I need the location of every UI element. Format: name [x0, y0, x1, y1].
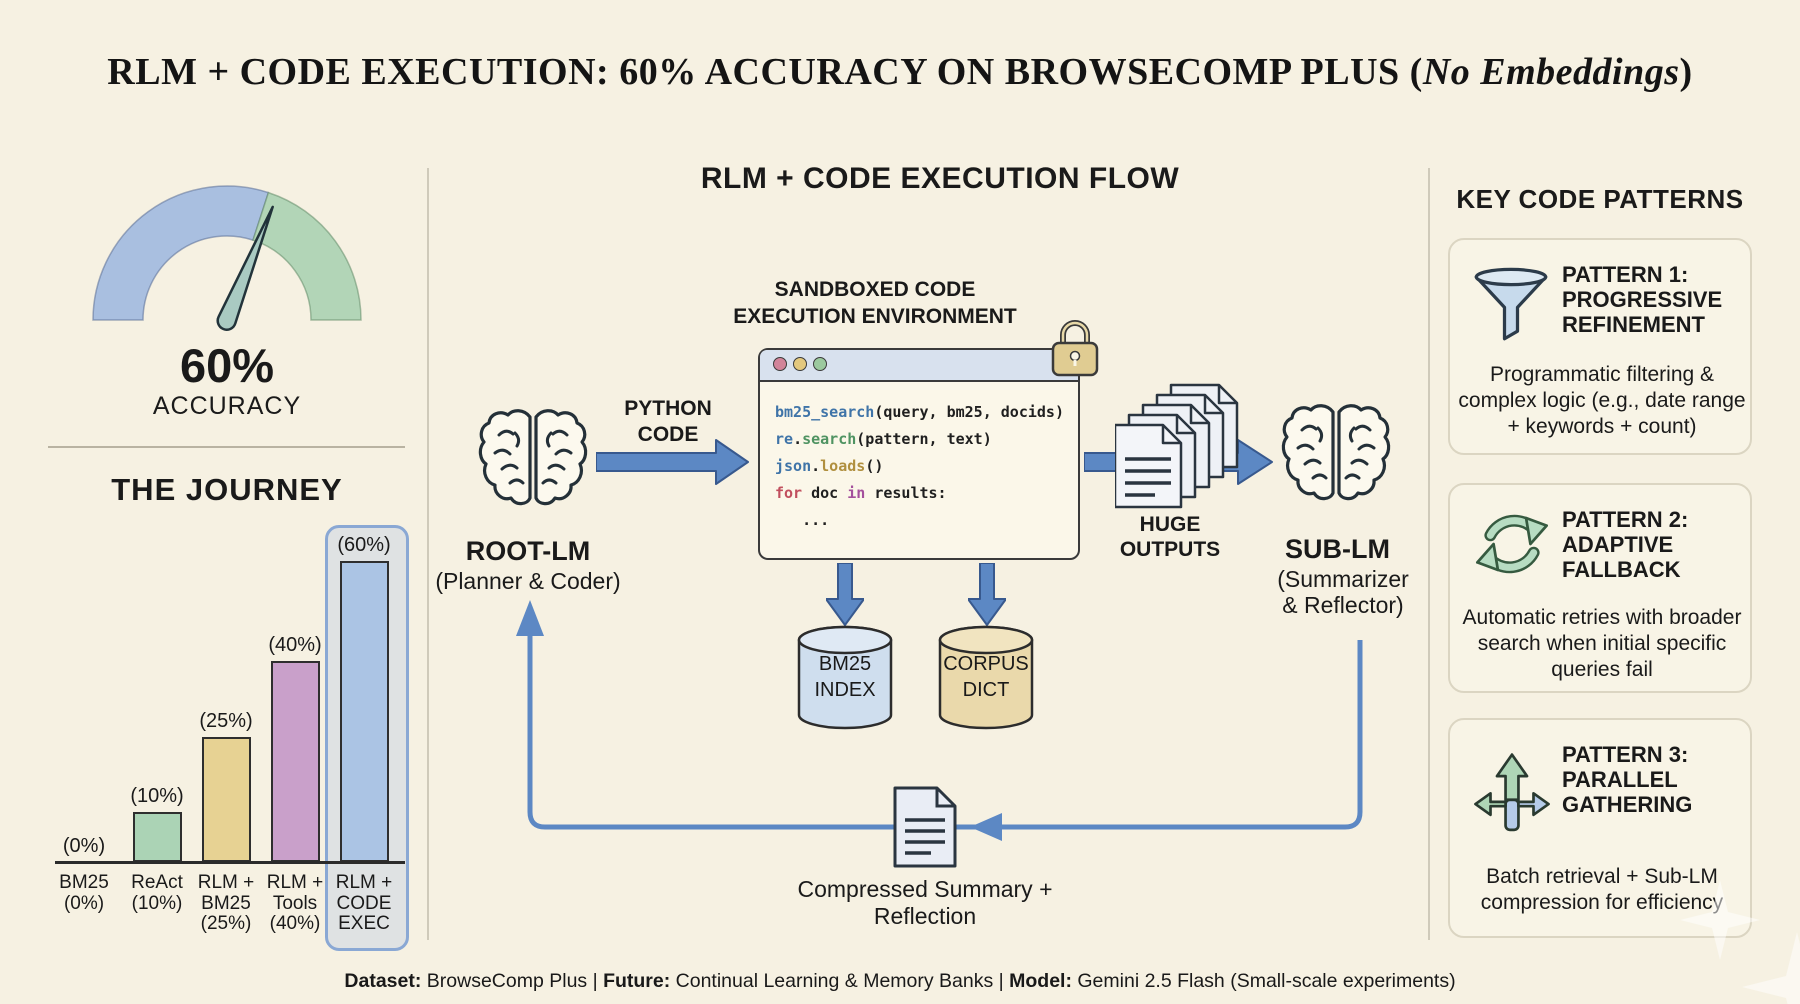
root-lm-role: (Planner & Coder)	[435, 568, 621, 594]
sub-lm-name: SUB-LM	[1285, 534, 1390, 564]
huge-outputs-stack-icon	[1115, 383, 1239, 509]
journey-bar-value: (25%)	[199, 710, 253, 732]
journey-bar-category: BM25(0%)	[59, 872, 109, 914]
arrow-root-to-sandbox-icon	[596, 439, 749, 485]
journey-bar-value: (10%)	[130, 785, 184, 807]
page-title: RLM + CODE EXECUTION: 60% ACCURACY ON BR…	[107, 51, 1693, 93]
journey-bar	[339, 561, 389, 862]
cycle-icon	[1475, 514, 1549, 574]
middle-right-divider	[1428, 168, 1430, 940]
code-line: json.loads()	[775, 457, 884, 475]
journey-bar-value: (40%)	[268, 634, 322, 656]
flow-heading: RLM + CODE EXECUTION FLOW	[700, 162, 1180, 195]
journey-bar	[201, 737, 251, 862]
sub-lm-brain-icon	[1281, 404, 1391, 501]
arrow-sandbox-to-bm25-icon	[826, 563, 864, 626]
watermark-sparkle	[1742, 932, 1800, 1004]
footer-label: Model:	[1009, 970, 1072, 992]
branch-arrows-icon	[1474, 753, 1550, 832]
root-lm-name: ROOT-LM	[465, 536, 591, 566]
left-panel-divider	[48, 446, 405, 448]
journey-bar-category: RLM +BM25(25%)	[197, 872, 255, 934]
journey-heading: THE JOURNEY	[111, 472, 343, 507]
window-dot-yellow-icon	[793, 357, 807, 371]
lock-icon	[1051, 320, 1099, 377]
journey-bar	[270, 661, 320, 862]
journey-chart: (0%) BM25(0%) (10%) ReAct(10%) (25%) RLM +BM2…	[0, 500, 430, 970]
loop-arrowhead-left-icon	[970, 813, 1002, 841]
gauge-arc-blue	[92, 185, 270, 321]
footer-label: Future:	[603, 970, 671, 992]
gauge-value: 60%	[179, 339, 275, 392]
code-block: bm25_search(query, bm25, docids) re.searc…	[775, 399, 1071, 534]
root-lm-brain-icon	[478, 409, 588, 506]
compressed-summary-doc-icon	[893, 786, 957, 868]
gauge-needle-icon	[216, 205, 274, 331]
accuracy-gauge	[92, 185, 362, 331]
left-middle-divider	[427, 168, 429, 940]
footer-note: Dataset: BrowseComp Plus | Future: Conti…	[344, 970, 1456, 992]
window-titlebar	[760, 350, 1078, 382]
sandbox-code-window	[758, 348, 1080, 560]
window-dot-green-icon	[813, 357, 827, 371]
bm25-index-cylinder-icon	[797, 625, 893, 730]
loop-label: Compressed Summary + Reflection	[797, 876, 1053, 929]
corpus-dict-cylinder-icon	[938, 625, 1034, 730]
journey-bar	[132, 812, 182, 862]
journey-bar-category: RLM +Tools(40%)	[266, 872, 324, 934]
code-line: ...	[775, 511, 830, 529]
pattern-1-desc: Programmatic filtering & complex logic (…	[1458, 363, 1746, 438]
journey-bar-value: (0%)	[62, 835, 106, 857]
sub-lm-role: (Summarizer& Reflector)	[1277, 566, 1409, 618]
arrow-sandbox-to-corpus-icon	[968, 563, 1006, 626]
patterns-heading: KEY CODE PATTERNS	[1456, 184, 1744, 214]
pattern-3-desc: Batch retrieval + Sub-LM compression for…	[1480, 865, 1724, 914]
gauge-label: ACCURACY	[152, 392, 302, 420]
footer-label: Dataset:	[344, 970, 422, 992]
code-line: re.search(pattern, text)	[775, 430, 992, 448]
pattern-2-desc: Automatic retries with broader search wh…	[1462, 606, 1742, 681]
journey-bar-value: (60%)	[337, 534, 391, 556]
loop-arrowhead-up-icon	[516, 600, 544, 636]
window-dot-red-icon	[773, 357, 787, 371]
funnel-icon	[1474, 267, 1548, 341]
gauge-arc-green	[252, 191, 362, 321]
code-line: bm25_search(query, bm25, docids)	[775, 403, 1064, 421]
journey-x-axis	[55, 861, 405, 864]
journey-bar-category: ReAct(10%)	[131, 872, 183, 914]
code-line: for doc in results:	[775, 484, 947, 502]
